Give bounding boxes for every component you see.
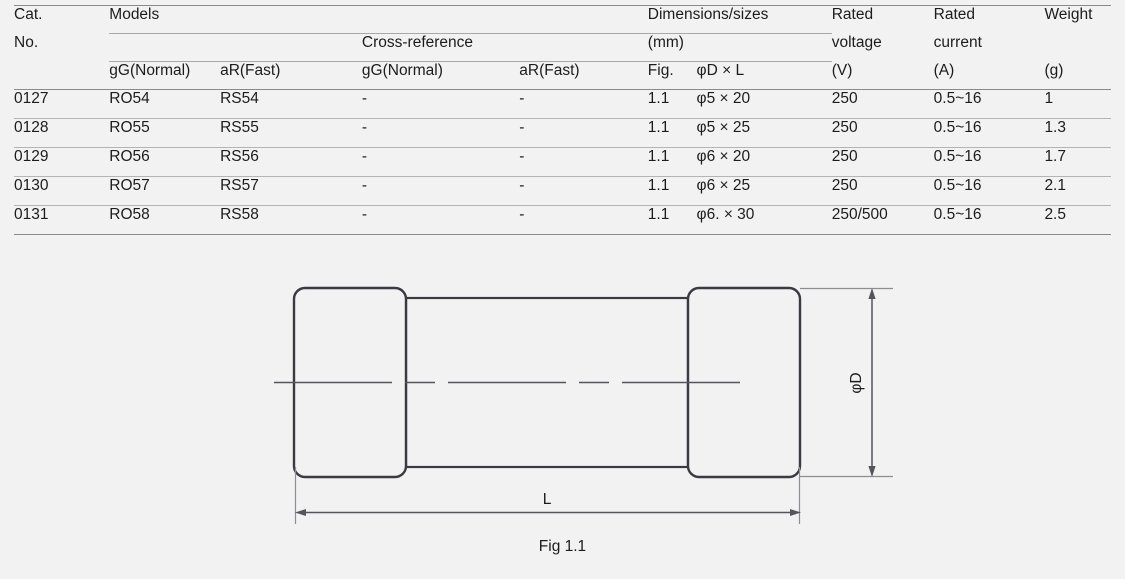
cell-xref-gg: - [361, 147, 520, 177]
cell-voltage: 250 [831, 147, 934, 177]
header-weight-spacer [1044, 34, 1111, 62]
cell-weight: 1.7 [1044, 147, 1111, 177]
cell-voltage: 250 [831, 118, 934, 148]
cell-dim: φ6. × 30 [696, 205, 832, 235]
cell-cat-no: 0130 [14, 176, 110, 206]
cell-model-ar: RS57 [220, 176, 362, 206]
header-xref-ar: aR(Fast) [519, 61, 648, 90]
header-dim: φD × L [696, 61, 832, 90]
header-models-gg: gG(Normal) [109, 61, 221, 90]
header-group-cross-reference: Cross-reference [361, 34, 474, 51]
cell-fig: 1.1 [647, 205, 697, 235]
cell-weight: 2.5 [1044, 205, 1111, 235]
cell-cat-no: 0129 [14, 147, 110, 177]
diameter-arrow-head-top [868, 288, 876, 299]
header-rated-voltage-unit: (V) [831, 61, 853, 79]
length-arrow-head-right [790, 509, 801, 516]
table-row: 0131 RO58 RS58 - - 1.1 φ6. × 30 250/500 … [14, 205, 1111, 235]
header-fig: Fig. [647, 61, 697, 90]
cell-model-ar: RS58 [220, 205, 362, 235]
cell-model-ar: RS56 [220, 147, 362, 177]
cell-fig: 1.1 [647, 89, 697, 119]
cell-model-gg: RO58 [109, 205, 221, 235]
cell-model-gg: RO56 [109, 147, 221, 177]
diameter-label: φD [848, 372, 865, 393]
cell-xref-ar: - [519, 176, 648, 206]
cell-voltage: 250/500 [831, 205, 934, 235]
header-rated-current-line1: Rated [933, 5, 1045, 34]
cell-model-ar: RS55 [220, 118, 362, 148]
table-header-row-2: No. Cross-reference (mm) voltage current [14, 34, 1111, 62]
cell-model-ar: RS54 [220, 89, 362, 119]
cell-fig: 1.1 [647, 118, 697, 148]
cell-current: 0.5~16 [933, 147, 1045, 177]
cell-weight: 1 [1044, 89, 1111, 119]
header-xref-gg: gG(Normal) [361, 61, 520, 90]
cell-current: 0.5~16 [933, 176, 1045, 206]
cell-cat-no: 0128 [14, 118, 110, 148]
header-rated-current-unit: (A) [933, 61, 955, 79]
table-header-row-3: gG(Normal) aR(Fast) gG(Normal) aR(Fast) … [14, 61, 1111, 90]
cell-dim: φ5 × 20 [696, 89, 832, 119]
cell-model-gg: RO54 [109, 89, 221, 119]
cell-cat-no: 0131 [14, 205, 110, 235]
length-arrow-head-left [295, 509, 306, 516]
header-rated-voltage-line2: voltage [831, 33, 882, 51]
cell-xref-gg: - [361, 176, 520, 206]
length-label: L [543, 491, 552, 508]
cell-xref-gg: - [361, 205, 520, 235]
cell-xref-ar: - [519, 147, 648, 177]
fuse-outline-svg: φD L [274, 286, 893, 524]
cell-model-gg: RO57 [109, 176, 221, 206]
header-weight-unit: (g) [1044, 61, 1064, 79]
cell-fig: 1.1 [647, 147, 697, 177]
cell-dim: φ6 × 20 [696, 147, 832, 177]
cell-current: 0.5~16 [933, 118, 1045, 148]
cell-current: 0.5~16 [933, 205, 1045, 235]
cell-voltage: 250 [831, 89, 934, 119]
cell-voltage: 250 [831, 176, 934, 206]
cell-fig: 1.1 [647, 176, 697, 206]
header-group-models: Models [109, 5, 648, 34]
table-row: 0128 RO55 RS55 - - 1.1 φ5 × 25 250 0.5~1… [14, 118, 1111, 148]
header-cat-no-spacer [14, 62, 109, 90]
header-cat-no-line1: Cat. [14, 5, 110, 34]
table-header-row-1: Cat. Models Dimensions/sizes Rated Rated… [14, 5, 1111, 34]
table-row: 0129 RO56 RS56 - - 1.1 φ6 × 20 250 0.5~1… [14, 147, 1111, 177]
diameter-arrow-head-bottom [868, 466, 876, 477]
header-weight-line1: Weight [1044, 5, 1111, 34]
header-models-spacer-2 [220, 34, 362, 62]
header-dimensions-line2: (mm) [647, 34, 684, 51]
specifications-table: Cat. Models Dimensions/sizes Rated Rated… [14, 5, 1111, 235]
figure-caption: Fig 1.1 [538, 538, 587, 555]
header-group-dimensions: Dimensions/sizes [647, 5, 832, 34]
table-row: 0130 RO57 RS57 - - 1.1 φ6 × 25 250 0.5~1… [14, 176, 1111, 206]
header-models-spacer [109, 34, 220, 62]
cell-model-gg: RO55 [109, 118, 221, 148]
cell-current: 0.5~16 [933, 89, 1045, 119]
cell-xref-ar: - [519, 89, 648, 119]
fuse-technical-drawing: φD L Fig 1.1 [0, 252, 1125, 579]
cell-xref-ar: - [519, 118, 648, 148]
table-row: 0127 RO54 RS54 - - 1.1 φ5 × 20 250 0.5~1… [14, 89, 1111, 119]
cell-weight: 2.1 [1044, 176, 1111, 206]
header-cat-no-line2: No. [14, 33, 39, 51]
cell-dim: φ6 × 25 [696, 176, 832, 206]
header-models-ar: aR(Fast) [220, 61, 362, 90]
cell-weight: 1.3 [1044, 118, 1111, 148]
header-rated-voltage-line1: Rated [831, 5, 934, 34]
cell-xref-gg: - [361, 89, 520, 119]
cell-dim: φ5 × 25 [696, 118, 832, 148]
header-rated-current-line2: current [933, 33, 982, 51]
cell-xref-gg: - [361, 118, 520, 148]
cell-cat-no: 0127 [14, 89, 110, 119]
cell-xref-ar: - [519, 205, 648, 235]
